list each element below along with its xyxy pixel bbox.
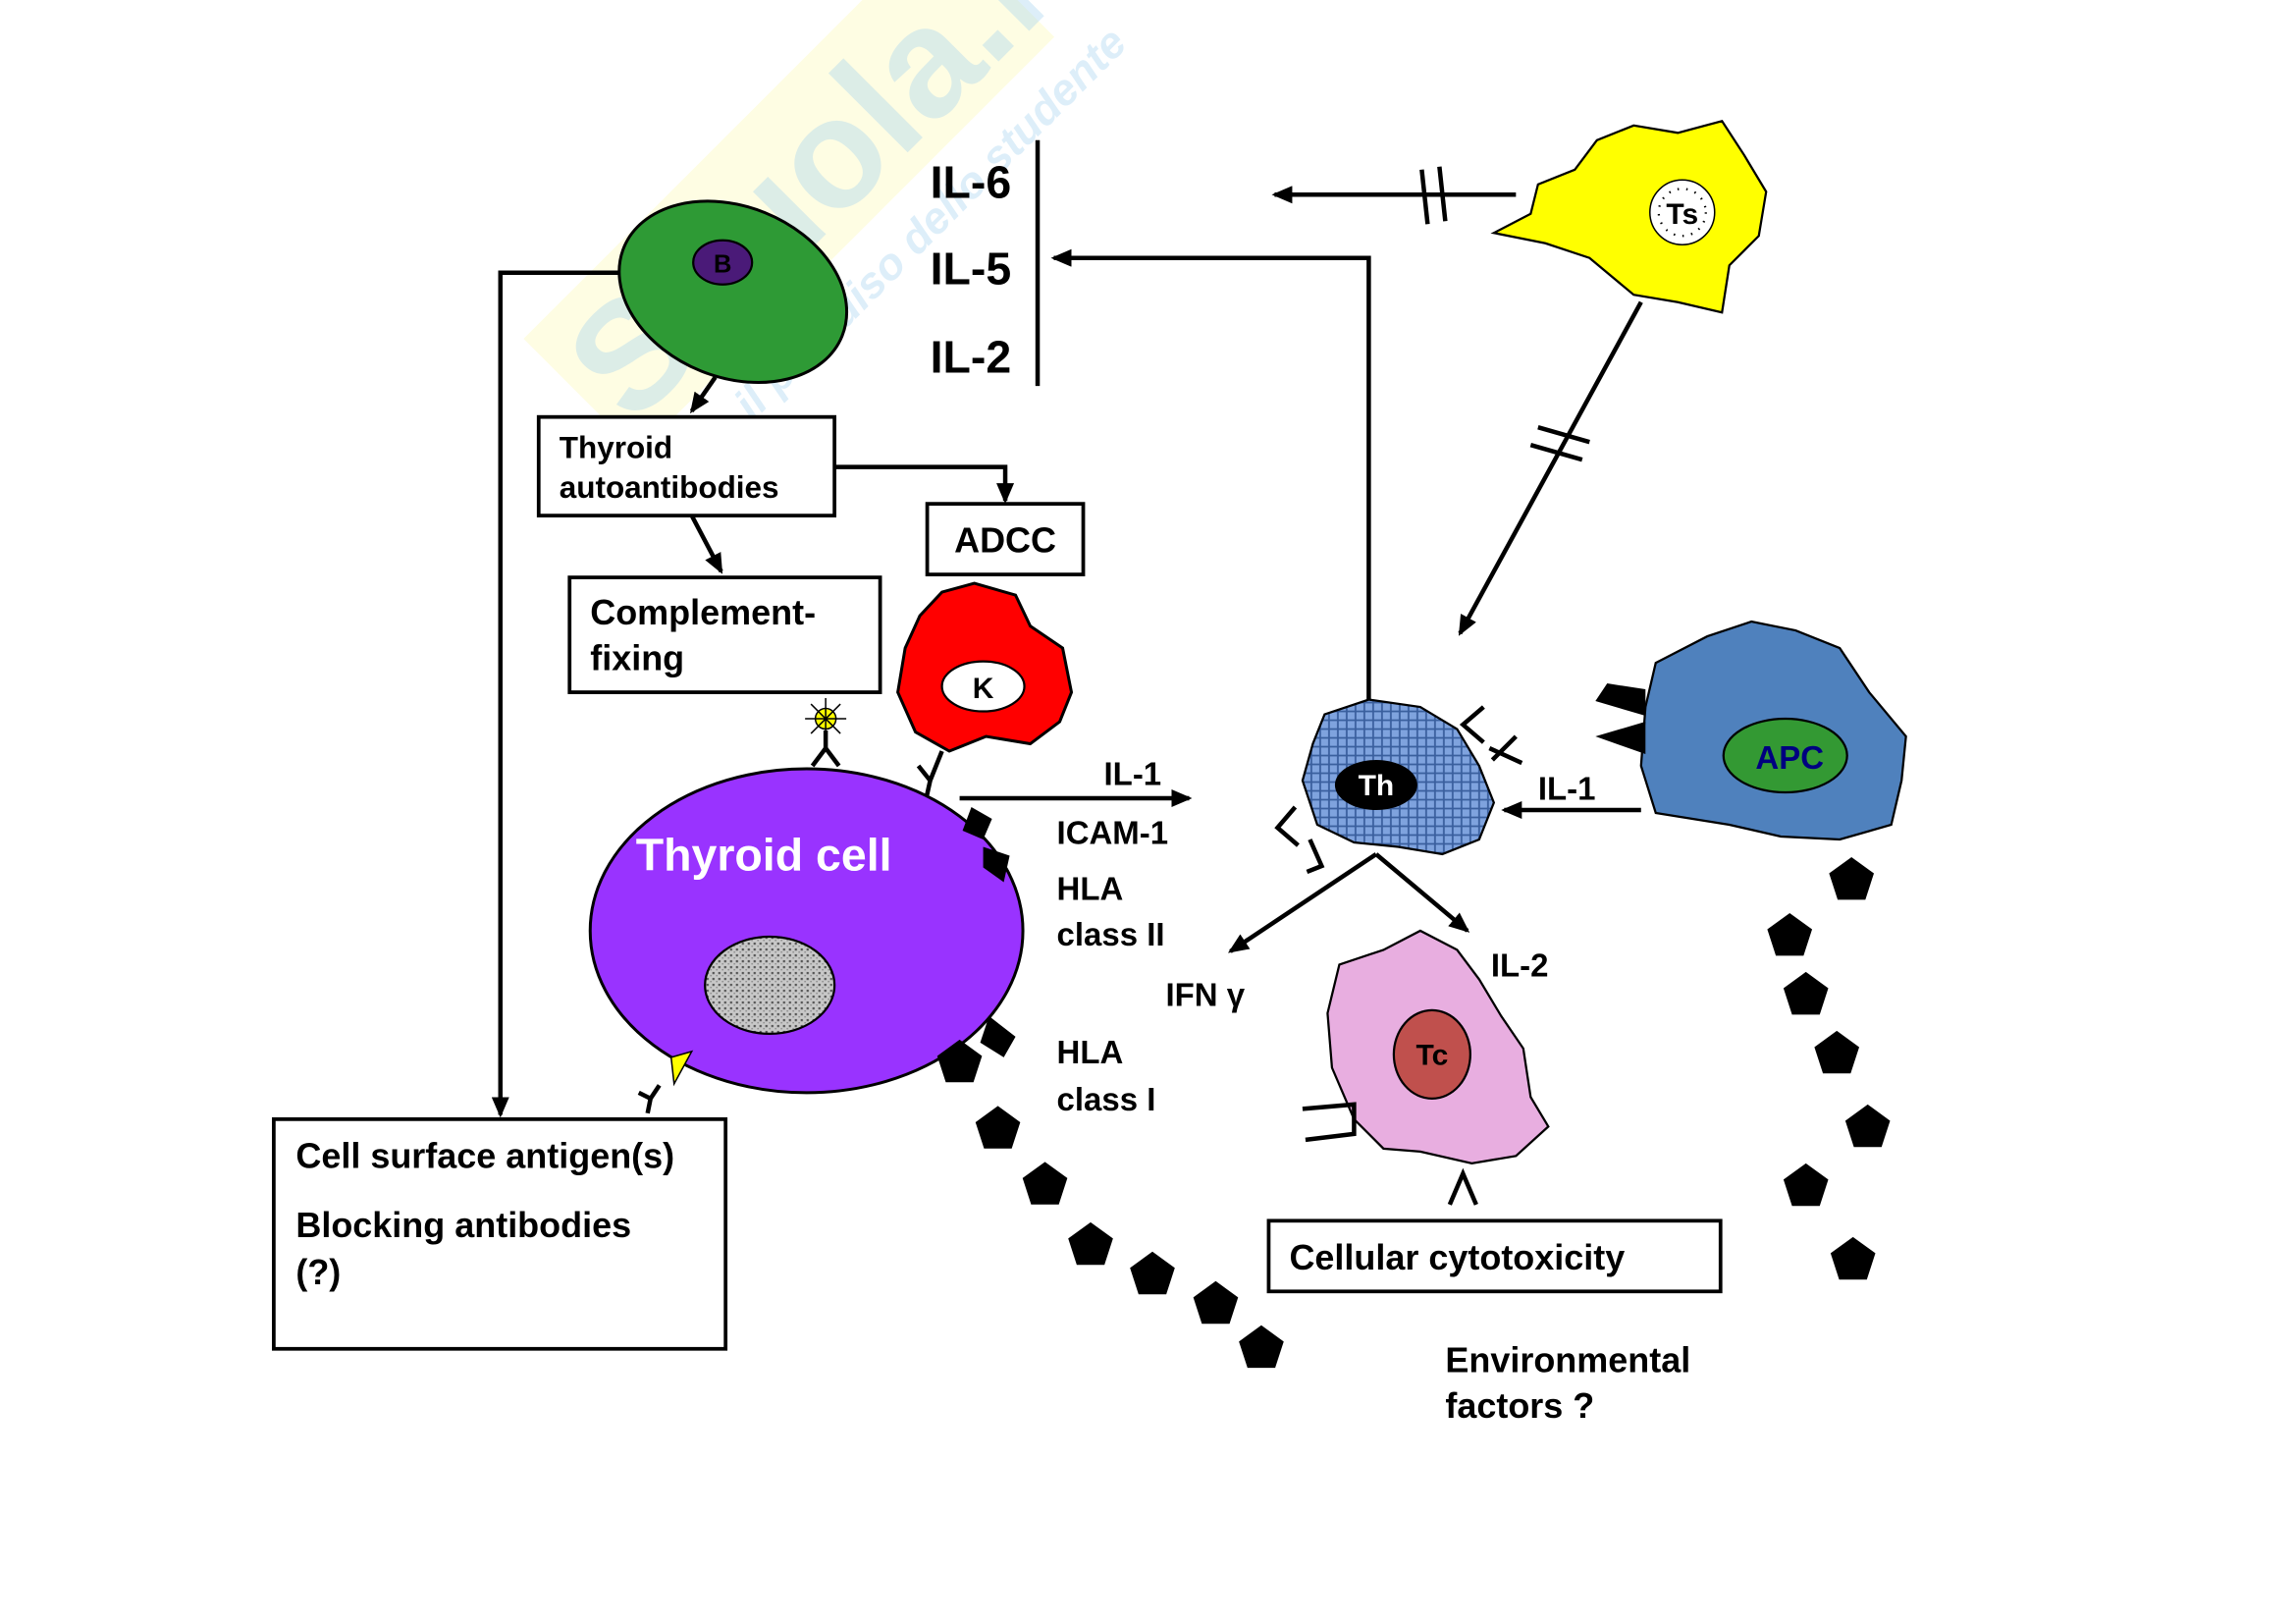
pentagon-icon [1830, 1236, 1876, 1280]
k-cell: K [896, 581, 1074, 753]
complement-fixing-box [567, 575, 882, 694]
hla-class1-label: class I [1057, 1081, 1156, 1117]
apc-cell: APC [1639, 620, 1907, 841]
ifn-gamma-label: IFN γ [1165, 976, 1245, 1012]
pentagon-icon [1767, 912, 1813, 956]
autoantibodies-to-complement-arrow [689, 514, 723, 574]
pentagon-icon [1022, 1162, 1068, 1205]
antibody-icon [637, 1084, 662, 1114]
pentagon-icon [1783, 971, 1829, 1015]
pentagon-icon [1068, 1221, 1113, 1266]
th-to-ifn-arrow [1227, 852, 1378, 953]
pentagon-icon [1844, 1104, 1891, 1148]
box-text: Thyroid [560, 431, 672, 465]
pentagon-icon [936, 1039, 983, 1083]
block-mark [1419, 166, 1448, 225]
environmental-label: factors ? [1445, 1385, 1594, 1426]
cell-surface-antigen-box [272, 1116, 728, 1351]
pentagon-icon [1783, 1163, 1829, 1207]
k-cell-label: K [973, 673, 994, 705]
antigen-icon [669, 1050, 694, 1087]
box-text: ADCC [954, 520, 1056, 561]
hla-molecule-icon [962, 807, 1016, 1057]
complement-star-icon [805, 698, 847, 740]
box-text: (?) [295, 1252, 341, 1292]
cytokine-il2: IL-2 [931, 332, 1012, 383]
block-mark [1529, 425, 1590, 462]
thyroid-autoantibodies-box [536, 414, 837, 518]
box-text: Cell surface antigen(s) [295, 1135, 674, 1175]
b-cell: B [617, 199, 849, 385]
box-text: Complement- [590, 592, 816, 632]
thyroid-cell-label: Thyroid cell [636, 829, 892, 880]
th-to-tc-arrow [1374, 852, 1470, 933]
environmental-factor-pentagons [936, 856, 1891, 1369]
ts-to-th-arrow [1458, 300, 1643, 636]
adcc-box [925, 502, 1086, 576]
ts-cell: Ts [1490, 120, 1768, 314]
pentagon-icon [1193, 1280, 1239, 1325]
hla-class2-label: class II [1057, 916, 1165, 952]
hla-molecule-icon [1595, 683, 1646, 755]
apc-il1-label: IL-1 [1538, 771, 1596, 807]
pentagon-icon [1829, 856, 1875, 900]
pentagon-icon [1814, 1030, 1860, 1074]
receptor-icon [1447, 1167, 1478, 1206]
th-to-cytokines-arrow [1050, 248, 1371, 705]
th-cell-label: Th [1359, 770, 1395, 802]
thyroid-cell: Thyroid cell [588, 767, 1025, 1095]
ts-cell-label: Ts [1666, 198, 1698, 231]
b-to-cell-surface-arrow [491, 270, 618, 1118]
receptor-icon [1302, 1102, 1357, 1143]
tc-cell-label: Tc [1416, 1039, 1449, 1071]
hla-class1-label: HLA [1057, 1034, 1124, 1070]
b-to-autoantibodies-arrow [689, 375, 718, 414]
cytokine-il5: IL-5 [931, 243, 1012, 295]
receptor-icon [1274, 705, 1523, 875]
icam1-label: ICAM-1 [1057, 814, 1169, 850]
tc-il2-label: IL-2 [1491, 947, 1549, 983]
cytokine-il6: IL-6 [931, 156, 1012, 207]
hla-class2-label: HLA [1057, 870, 1124, 906]
cellular-cytotoxicity-box [1266, 1218, 1723, 1294]
pentagon-icon [1130, 1251, 1175, 1295]
box-text: Cellular cytotoxicity [1289, 1237, 1625, 1277]
box-text: autoantibodies [560, 470, 779, 505]
th-cell: Th [1301, 698, 1496, 856]
autoantibodies-to-adcc-arrow [834, 464, 1015, 505]
b-cell-label: B [714, 251, 731, 279]
pentagon-icon [975, 1106, 1021, 1149]
tc-cell: Tc [1326, 929, 1550, 1164]
il1-label: IL-1 [1104, 756, 1162, 792]
apc-cell-label: APC [1755, 739, 1824, 776]
box-text: Blocking antibodies [295, 1205, 631, 1245]
pentagon-icon [1239, 1325, 1284, 1369]
environmental-label: Environmental [1445, 1340, 1690, 1380]
antibody-icon [810, 730, 841, 768]
box-text: fixing [590, 638, 684, 678]
